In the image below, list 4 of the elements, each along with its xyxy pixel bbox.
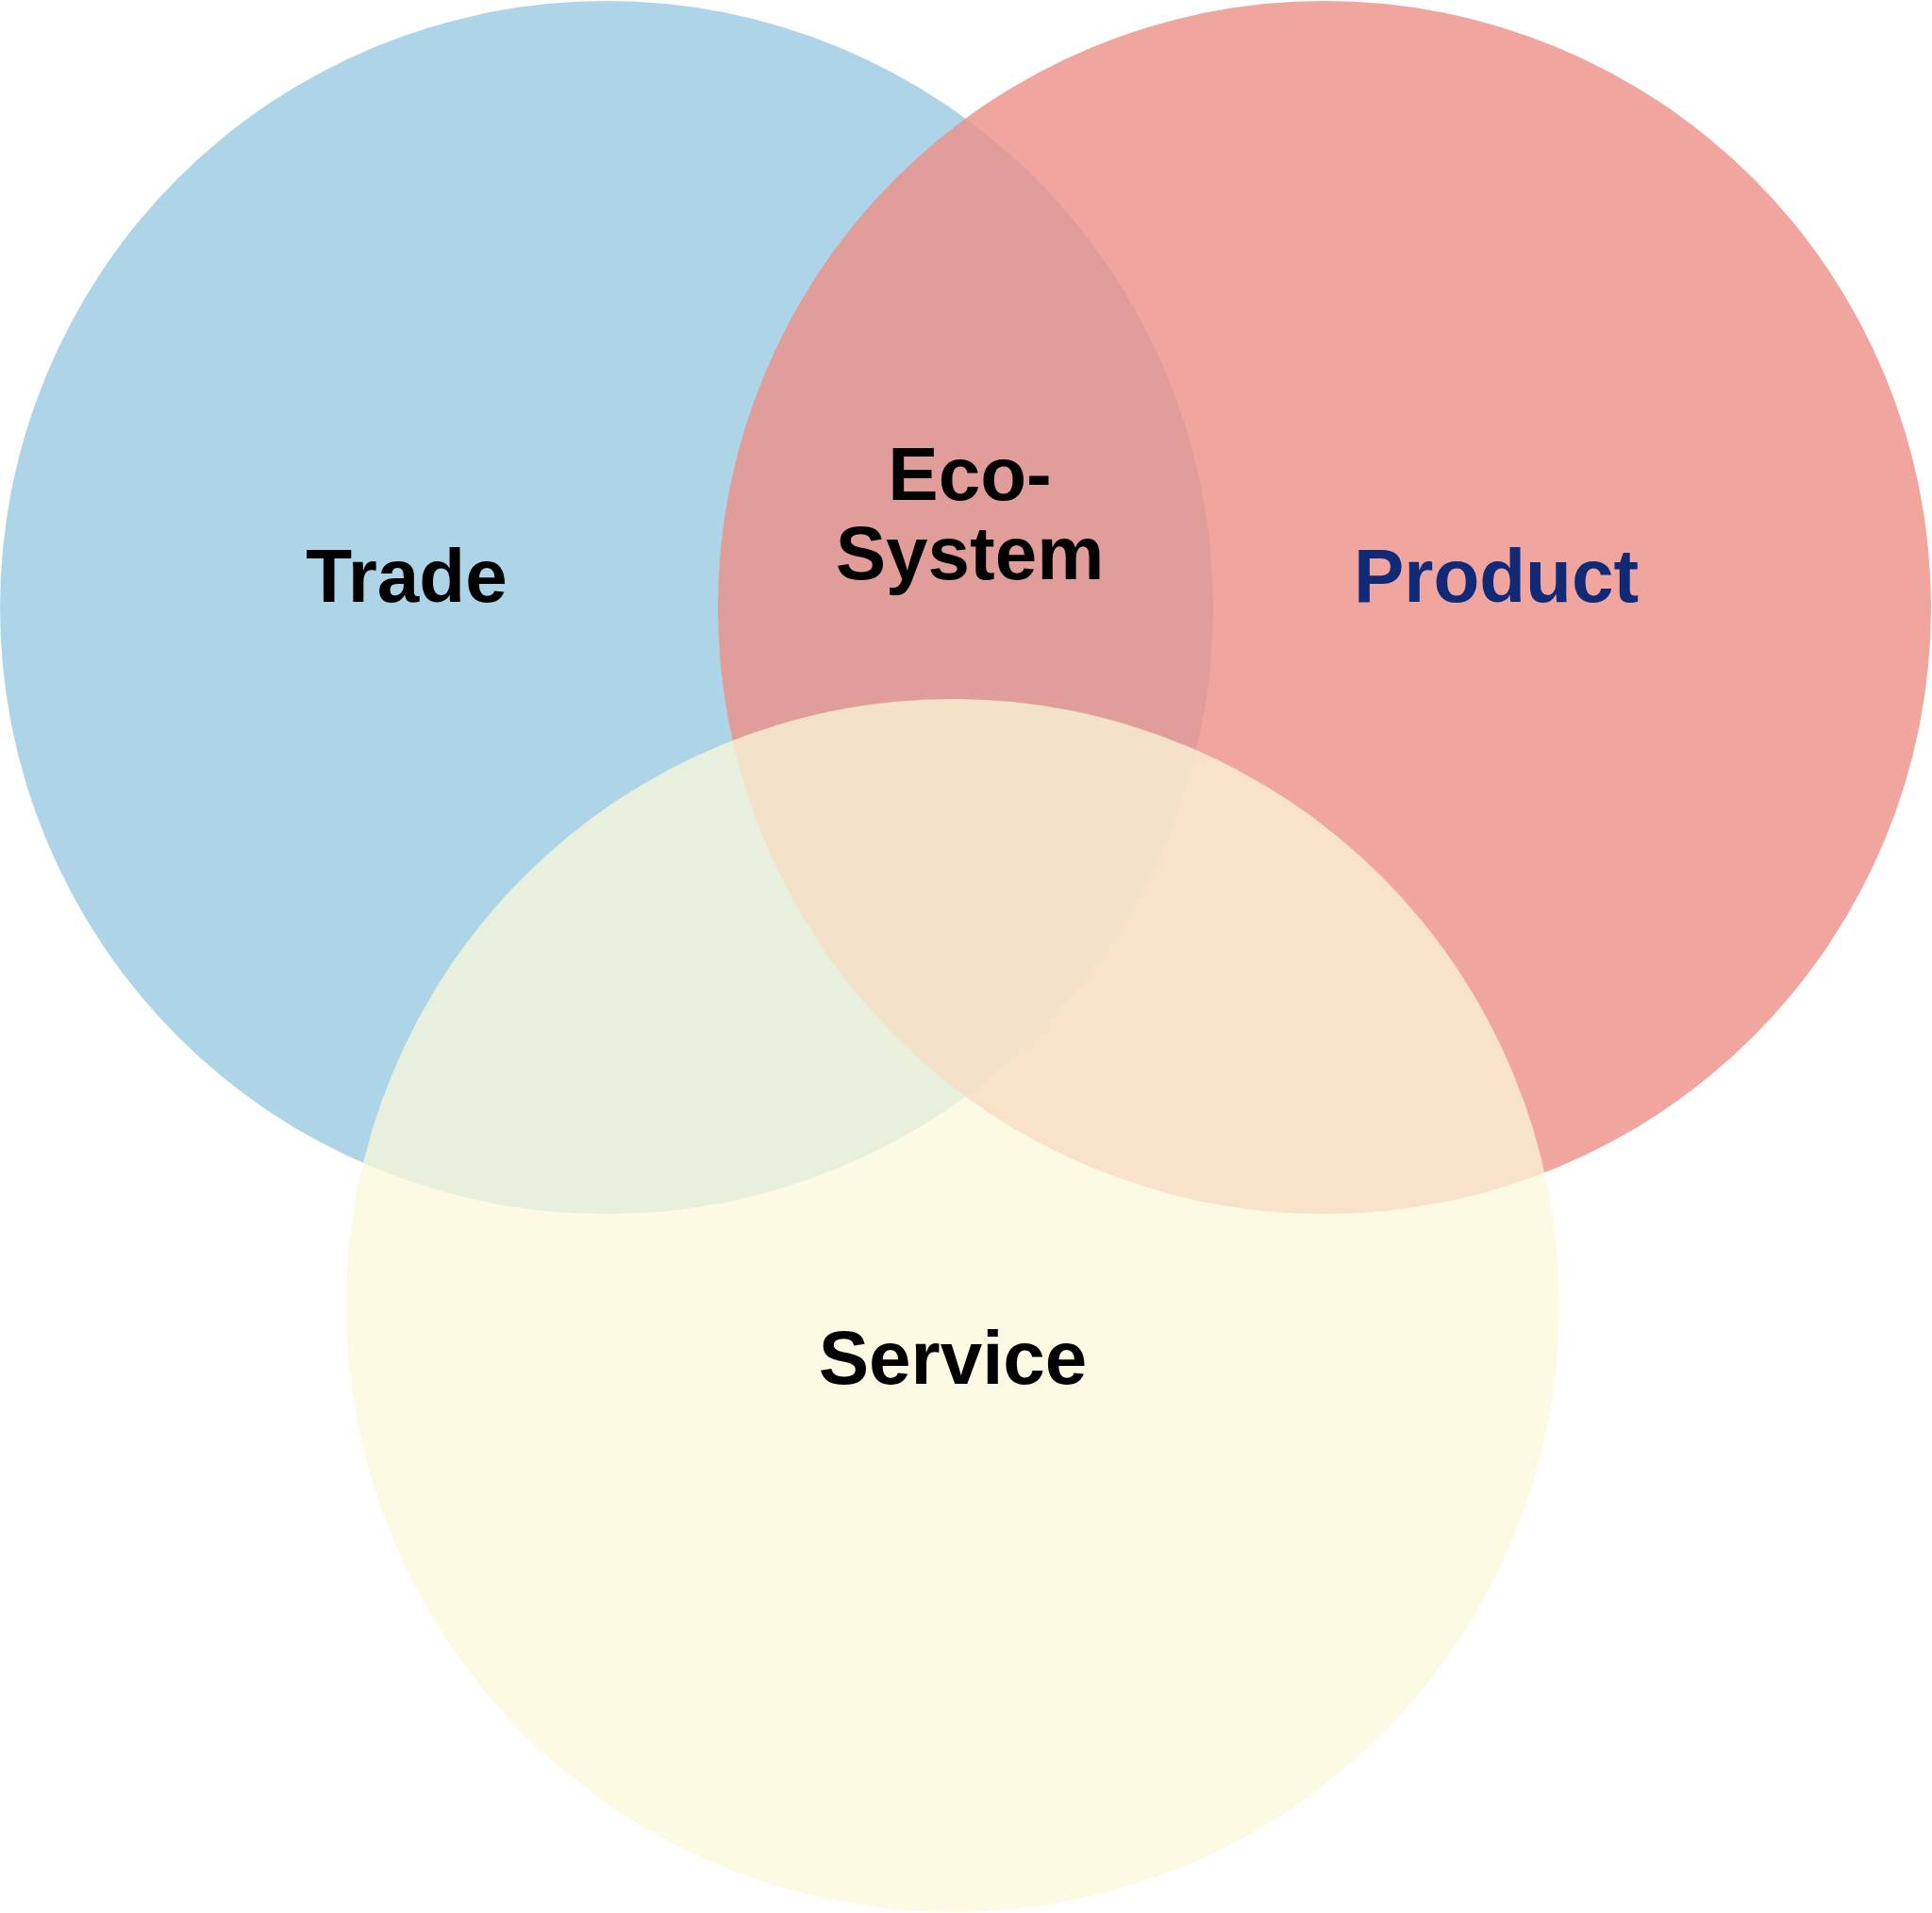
circle-label: Product [1353,537,1640,616]
circle-label: Trade [306,537,508,616]
overlap-label: Eco-System [834,435,1106,593]
circle-label: Service [818,1319,1088,1398]
